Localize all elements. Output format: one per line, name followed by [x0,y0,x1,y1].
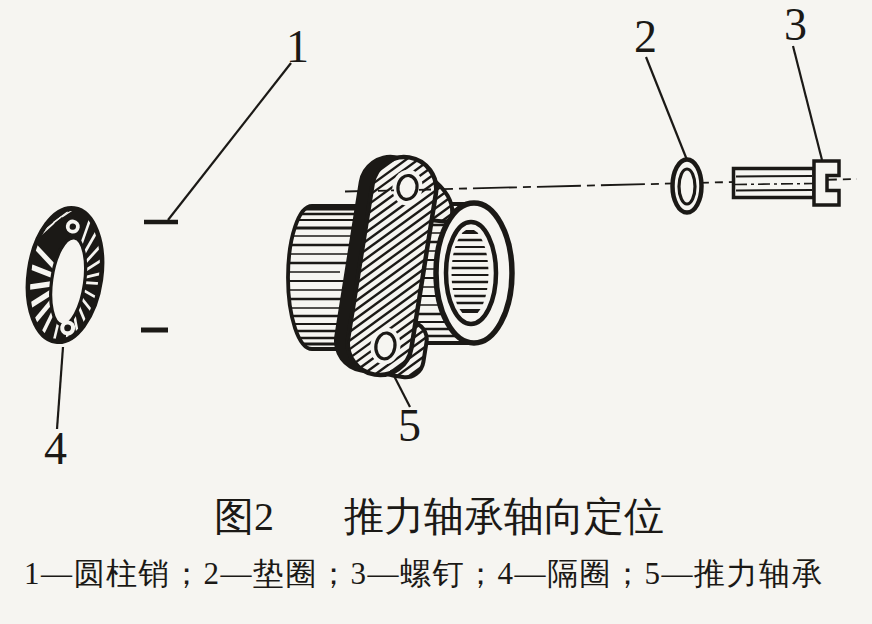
screw-body-line-2 [736,190,812,191]
part-number-3: 3 [784,0,807,50]
part-number-1: 1 [286,21,309,72]
screw-body-line-1 [736,176,812,177]
parts-legend: 1—圆柱销；2—垫圈；3—螺钉；4—隔圈；5—推力轴承 [24,556,824,591]
part-number-4: 4 [44,423,67,474]
caption-prefix: 图2 [214,494,274,539]
part-number-2: 2 [634,11,657,62]
screw-body [734,169,815,198]
part-number-5: 5 [398,400,421,451]
bearing-bore-edge [446,222,496,324]
washer-inner [679,169,695,204]
caption-title: 推力轴承轴向定位 [344,494,664,539]
